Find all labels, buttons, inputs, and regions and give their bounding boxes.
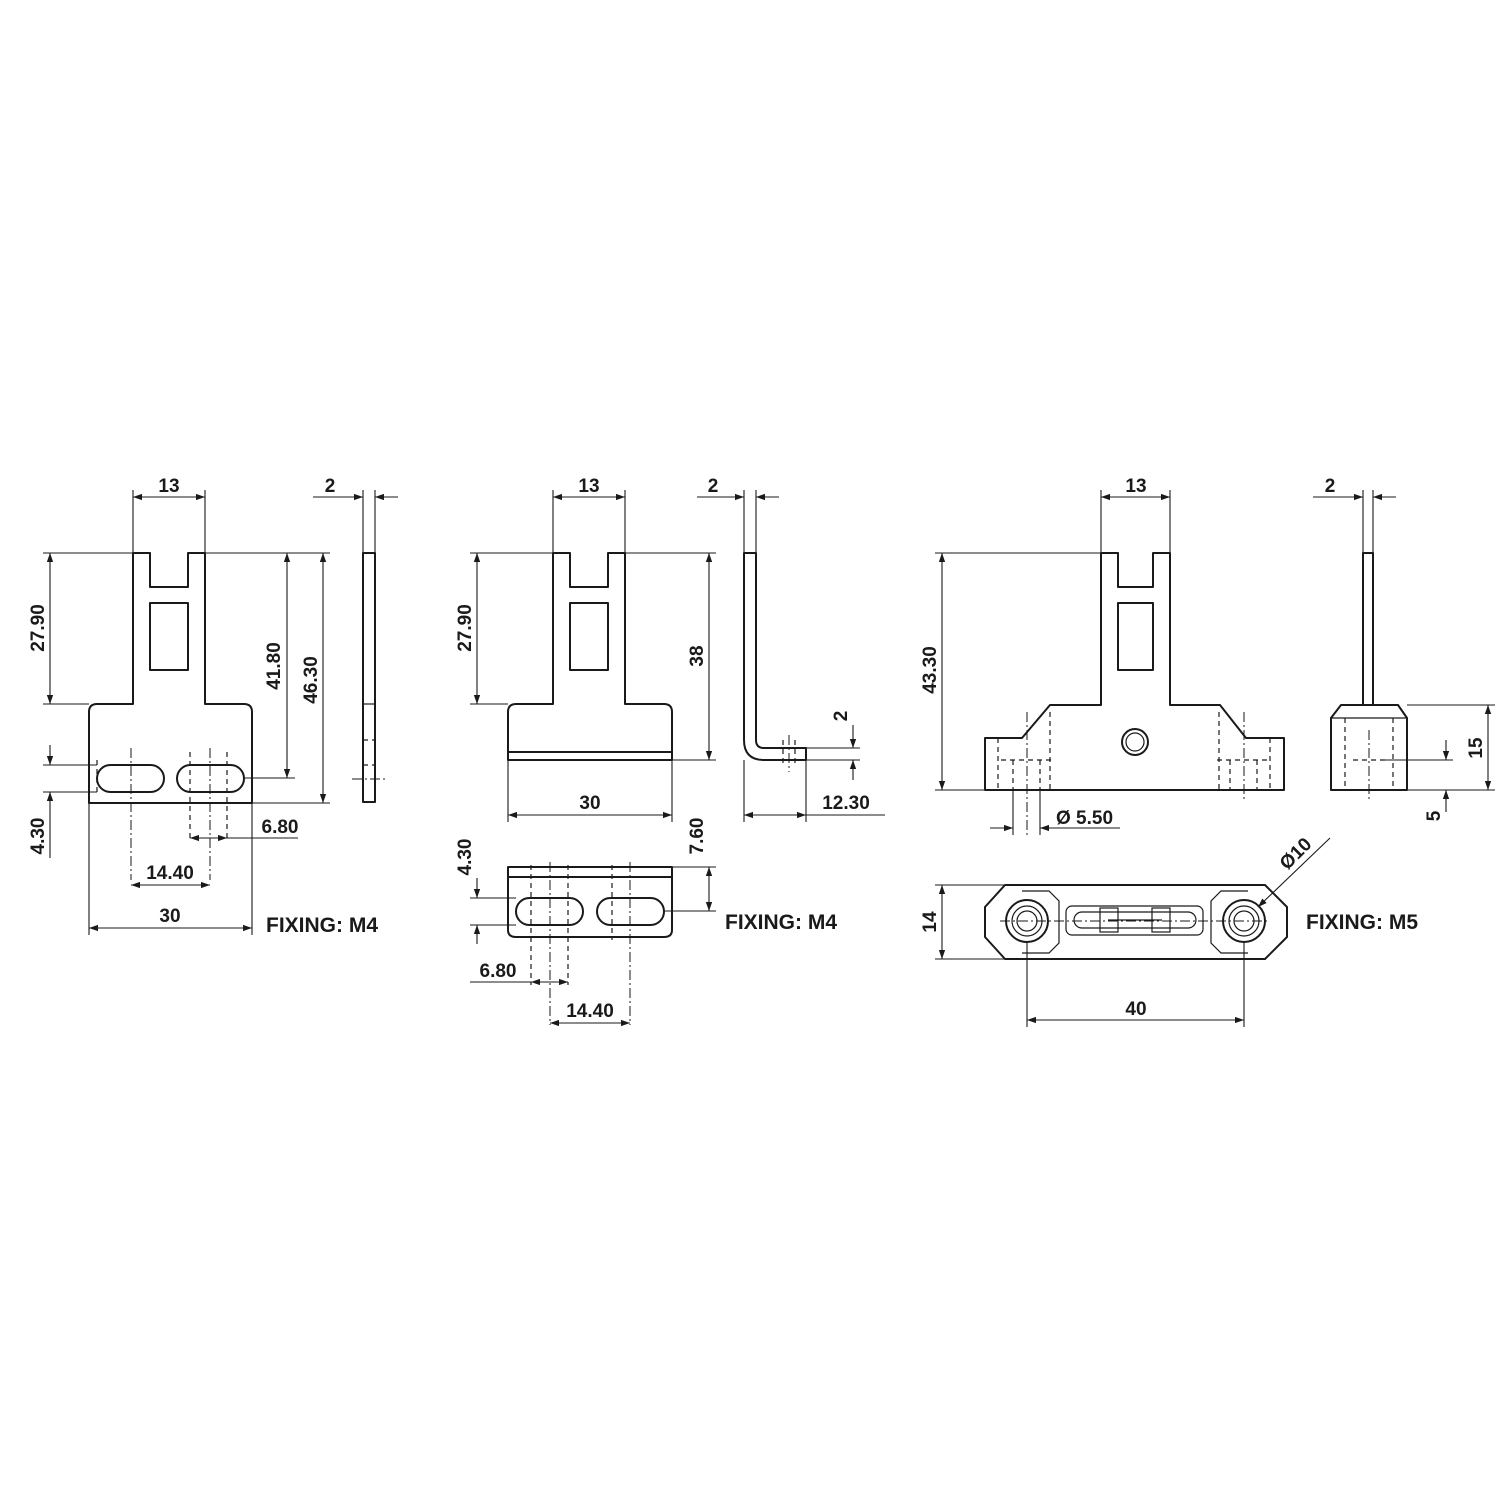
dim-bend-thickness: 2 [831, 711, 852, 722]
dim-thickness: 2 [708, 476, 719, 497]
dim-base-width: 30 [159, 906, 180, 927]
dim-counterbore-depth: 5 [1424, 810, 1445, 821]
angled-actuator-labels: 13 2 27.90 38 2 30 12.30 4.30 7.60 6.80 … [455, 476, 870, 1022]
dim-hole-spacing: 40 [1125, 999, 1146, 1020]
dim-hole-height: 4.30 [28, 818, 49, 855]
dim-base-depth: 14 [920, 911, 941, 933]
dim-hole-width: 6.80 [262, 817, 299, 838]
flexible-actuator-side-view [1330, 552, 1408, 800]
dim-base-width: 30 [579, 793, 600, 814]
flexible-actuator-dimensions [935, 490, 1495, 1027]
dim-hole-width: 6.80 [480, 961, 517, 982]
dim-slot-height: 27.90 [28, 604, 49, 652]
angled-actuator-front-view [507, 552, 673, 761]
dim-base-height: 15 [1466, 737, 1487, 759]
flexible-actuator-top-view [984, 884, 1288, 960]
dim-thickness: 2 [325, 476, 336, 497]
straight-actuator-labels: 13 2 27.90 41.80 46.30 4.30 6.80 14.40 3… [28, 476, 378, 937]
dim-head-diameter: Ø10 [1276, 834, 1316, 874]
dim-total-height: 43.30 [920, 646, 941, 694]
angled-actuator-dimensions [470, 490, 885, 1027]
dim-bend-depth: 12.30 [822, 793, 870, 814]
straight-actuator-dimensions [43, 490, 398, 935]
fixing-label: FIXING: M4 [725, 911, 837, 934]
dim-hole-spacing: 14.40 [146, 863, 194, 884]
dim-width-top: 13 [578, 476, 599, 497]
dim-height-to-holes: 41.80 [264, 642, 285, 690]
straight-actuator-front-view [88, 552, 253, 880]
straight-actuator-side-view [352, 552, 386, 803]
dim-slot-height: 27.90 [455, 604, 476, 652]
dim-width-top: 13 [1125, 476, 1146, 497]
dim-width-top: 13 [158, 476, 179, 497]
dim-total-height: 46.30 [301, 656, 322, 704]
dim-thickness: 2 [1325, 476, 1336, 497]
dim-hole-spacing: 14.40 [566, 1001, 614, 1022]
dim-bore-diameter: Ø 5.50 [1056, 808, 1113, 829]
dim-hole-height: 4.30 [455, 839, 476, 876]
dim-flange-depth: 7.60 [687, 818, 708, 855]
dim-height: 38 [687, 645, 708, 666]
flexible-actuator-labels: 13 2 43.30 15 5 Ø 5.50 Ø10 14 40 FIXING:… [920, 476, 1487, 1020]
flexible-actuator-front-view [984, 552, 1285, 835]
fixing-label: FIXING: M4 [266, 914, 378, 937]
fixing-label: FIXING: M5 [1306, 911, 1418, 934]
angled-actuator-side-view [743, 552, 807, 772]
